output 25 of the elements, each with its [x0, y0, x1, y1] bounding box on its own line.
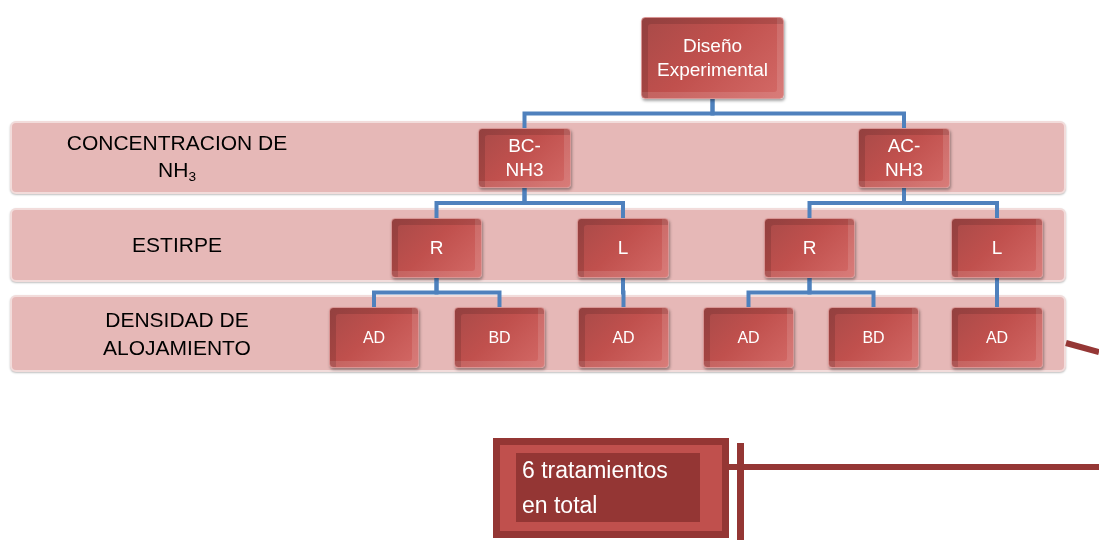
connector-line: [729, 443, 1099, 540]
connector-line: [710, 99, 906, 128]
factor-box: AD: [703, 307, 794, 368]
factor-box: AD: [951, 307, 1043, 368]
factor-box: Diseño Experimental: [641, 17, 784, 99]
level-band: [10, 295, 1066, 372]
factor-box: L: [951, 218, 1043, 278]
level-label: ESTIRPE: [131, 232, 223, 259]
factor-box: BD: [828, 307, 919, 368]
factor-box: AD: [578, 307, 669, 368]
factor-box: R: [391, 218, 482, 278]
factor-box: AC- NH3: [858, 128, 950, 188]
level-band: [10, 208, 1066, 282]
level-band: [10, 121, 1066, 194]
level-label: CONCENTRACION DE NH$_{3}$: [65, 129, 289, 187]
factor-box: L: [577, 218, 669, 278]
level-label: DENSIDAD DE ALOJAMIENTO: [102, 307, 252, 361]
connector-line: [522, 188, 625, 218]
factor-box: BC- NH3: [478, 128, 571, 188]
factor-box: BD: [454, 307, 545, 368]
connector-line: [1065, 340, 1099, 355]
summary-box: [493, 438, 729, 538]
factor-box: AD: [329, 307, 419, 368]
summary-text: 6 tratamientos en total: [516, 453, 700, 522]
factor-box: R: [764, 218, 855, 278]
